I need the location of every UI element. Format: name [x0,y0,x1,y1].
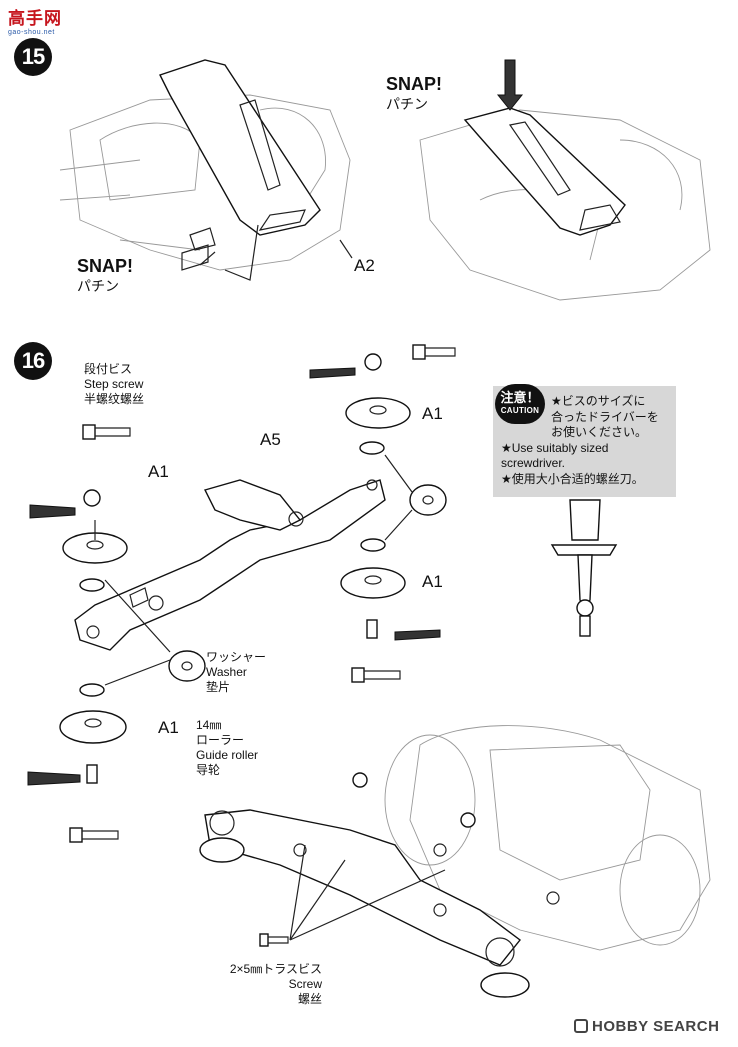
step-screw-jp: 段付ビス [84,362,133,376]
step15-right-bracket [463,107,626,236]
logo-domain: gao-shou.net [8,29,55,36]
logo-brand: 高手网 [8,9,62,28]
screw-cn: 螺丝 [297,992,322,1006]
step16-washer-callout [104,454,447,686]
step16-driver-arrows [27,367,441,786]
step16-part-a1-left-bottom: A1 [158,718,179,737]
caution-line-6: ★使用大小合适的螺丝刀。 [501,471,644,486]
site-logo: 高手网 gao-shou.net [8,4,62,36]
screwdriver-illustration [550,499,618,637]
caution-badge: 注意！ CAUTION [495,384,545,424]
caution-badge-en: CAUTION [500,406,540,415]
step15-snap-right-jp: パチン [386,96,428,112]
step15-snap-left: SNAP! [77,256,134,276]
screw-en: Screw [288,977,322,991]
step16-a5-bracket [74,479,386,651]
washer-cn: 垫片 [206,680,231,694]
caution-badge-jp: 注意！ [500,390,540,405]
step16-part-a1-left-top: A1 [148,462,169,481]
screw-label: 2×5㎜トラスビス Screw 螺丝 [222,962,322,1007]
caution-box: 注意！ CAUTION ★ビスのサイズに 合ったドライバーを お使いください。 … [493,384,676,497]
step15-snap-tab [181,244,209,271]
step15-press-arrow [496,59,524,111]
step-screw-label: 段付ビス Step screw 半螺纹螺丝 [84,362,144,407]
caution-line-2: 合ったドライバーを [551,409,659,424]
caution-line-4: ★Use suitably sized [501,440,609,455]
caution-line-1: ★ビスのサイズに [551,394,646,408]
watermark-icon [574,1019,588,1033]
step15-snap-arrow [199,251,216,266]
step-15-badge: 15 [14,38,52,76]
guide-roller-label: 14㎜ ローラー Guide roller 导轮 [196,718,258,778]
step15-part-a2: A2 [354,256,375,275]
step15-snap-left-jp: パチン [77,278,119,294]
washer-jp: ワッシャー [206,650,267,664]
hobby-search-watermark: HOBBY SEARCH [574,1018,719,1035]
step16-left-stack [59,520,128,744]
screw-size: 2×5㎜トラスビス [229,962,322,976]
step16-part-a1-right-bottom: A1 [422,572,443,591]
step-screw-en: Step screw [84,377,144,391]
step15-left-bracket-a2 [159,59,353,281]
step16-screws [69,344,456,843]
guide-roller-cn: 导轮 [196,763,221,777]
caution-line-3: お使いください。 [551,425,648,439]
caution-line-5: screwdriver. [501,456,566,470]
step-screw-cn: 半螺纹螺丝 [84,392,145,406]
step16-part-a1-right-top: A1 [422,404,443,423]
washer-en: Washer [206,665,247,679]
step16-assembled-view [199,725,711,998]
guide-roller-en: Guide roller [196,748,259,762]
watermark-text: HOBBY SEARCH [592,1018,720,1035]
guide-roller-size: 14㎜ [196,718,222,732]
step15-snap-right: SNAP! [386,74,443,94]
step16-right-stack [340,397,411,599]
step16-part-a5: A5 [260,430,281,449]
washer-label: ワッシャー Washer 垫片 [206,650,266,695]
step-16-badge: 16 [14,342,52,380]
guide-roller-jp: ローラー [196,733,245,747]
